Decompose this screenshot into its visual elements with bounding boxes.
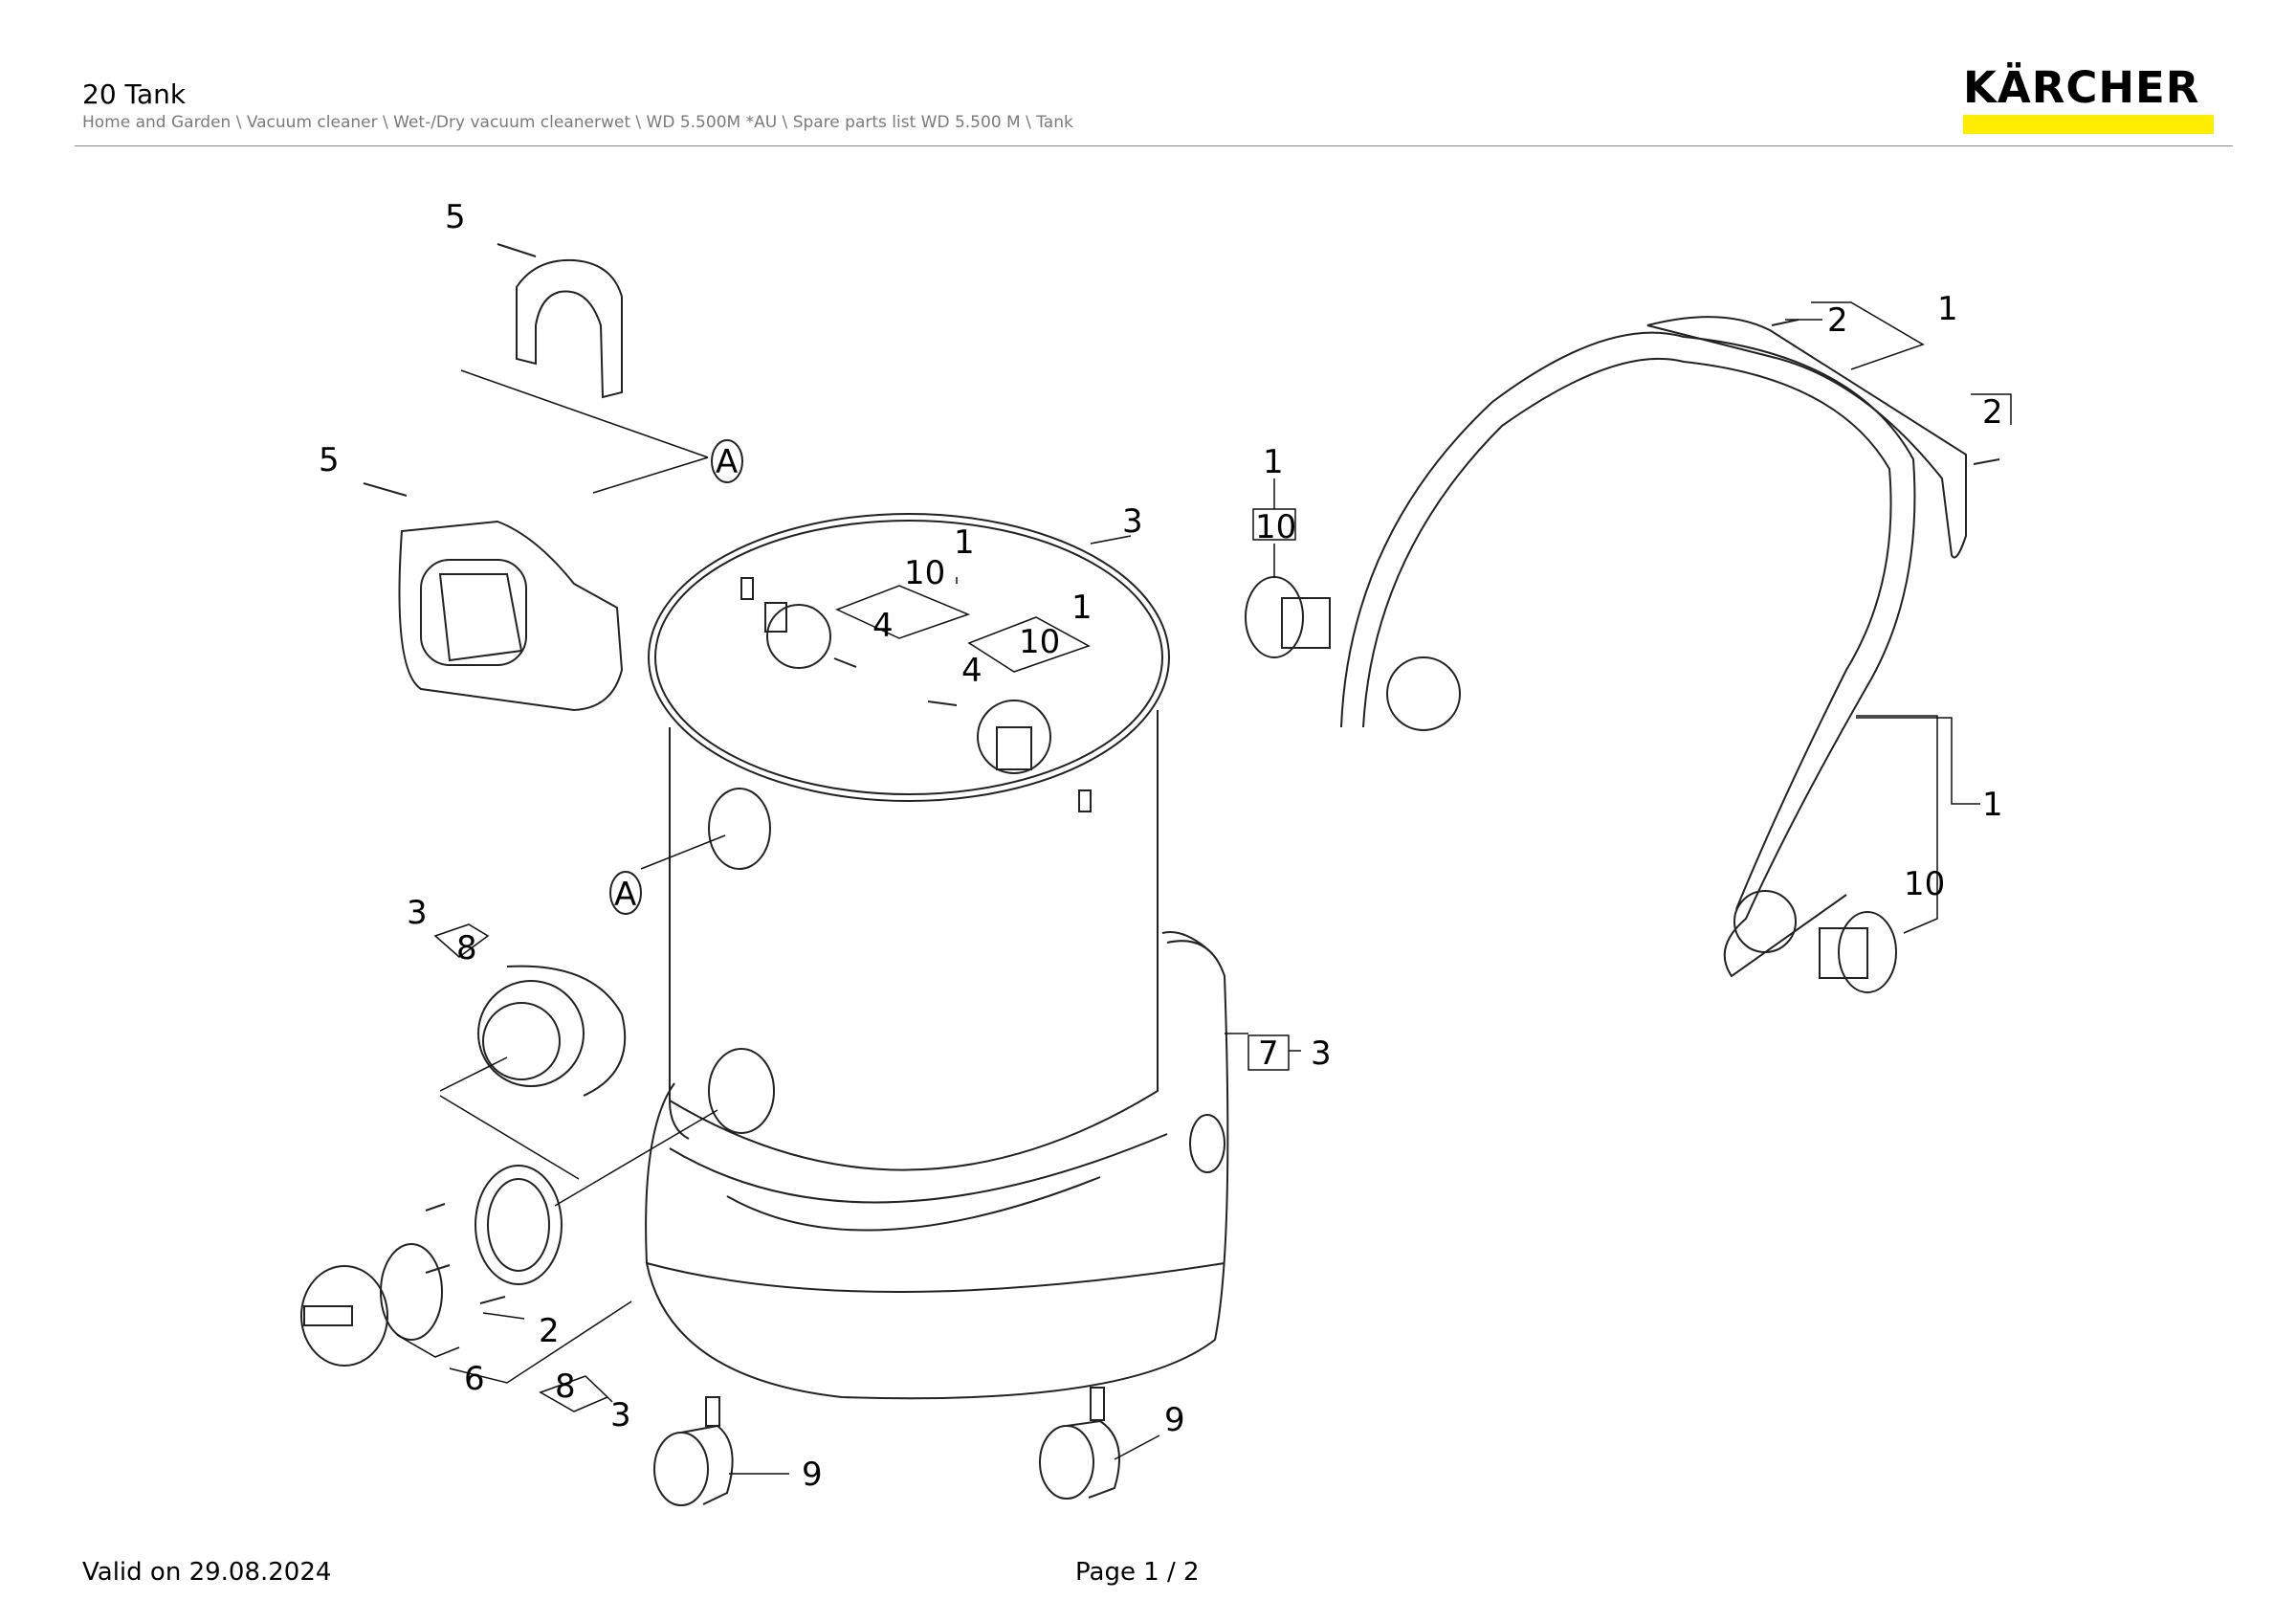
page-number: Page 1 / 2 (1075, 1558, 1200, 1587)
logo-text: KÄRCHER (1963, 62, 2200, 113)
callout-5-mid: 5 (319, 441, 340, 479)
callout-a-top-label: A (716, 443, 738, 481)
callout-2-top: 2 (1827, 301, 1848, 340)
leader-lines (396, 301, 2012, 1475)
callout-2-right: 2 (1982, 393, 2003, 432)
callout-7: 7 (1258, 1034, 1279, 1073)
callout-a-top: A (711, 439, 743, 483)
callout-10-handle-left: 10 (1255, 508, 1296, 546)
handle-drawing (1245, 316, 2000, 993)
callout-2-bottom: 2 (539, 1312, 560, 1350)
tank-drawing (648, 513, 1170, 1171)
callout-8-left: 8 (456, 929, 477, 967)
callout-3-tank: 3 (1122, 502, 1143, 541)
breadcrumb: Home and Garden \ Vacuum cleaner \ Wet-/… (82, 113, 1073, 132)
callout-labels: 5 5 A A 3 1 10 4 1 10 4 3 8 7 3 2 6 8 3 … (319, 198, 2003, 1494)
karcher-logo: KÄRCHER (1963, 63, 2214, 136)
callout-10-lid-b: 10 (1019, 623, 1060, 661)
callout-5-top: 5 (445, 198, 466, 236)
page-title: 20 Tank (82, 78, 187, 110)
callout-9-right: 9 (1164, 1401, 1185, 1439)
callout-1-handle-left: 1 (1263, 443, 1284, 481)
callout-3-left: 3 (407, 894, 428, 932)
header-divider (75, 145, 2233, 146)
callout-8-bottom: 8 (555, 1367, 576, 1406)
left-parts-drawing (300, 243, 627, 1367)
castor-drawing (653, 1387, 1120, 1506)
logo-yellow-bar (1963, 115, 2214, 134)
callout-6: 6 (464, 1360, 485, 1398)
callout-1-top: 1 (1937, 290, 1958, 328)
valid-date: Valid on 29.08.2024 (82, 1558, 332, 1587)
callout-a-tank: A (609, 871, 642, 915)
callout-1-lid-b: 1 (1071, 589, 1093, 627)
callout-10-lid-a: 10 (904, 554, 945, 592)
callout-9-left: 9 (802, 1456, 823, 1494)
callout-a-tank-label: A (614, 876, 636, 914)
base-drawing (645, 931, 1229, 1400)
callout-4-lid-a: 4 (872, 607, 894, 645)
callout-3-bottom: 3 (610, 1396, 631, 1434)
callout-1-lid-a: 1 (954, 523, 975, 562)
callout-1-right: 1 (1982, 786, 2003, 824)
callout-3-base: 3 (1311, 1034, 1332, 1073)
callout-4-lid-b: 4 (961, 652, 982, 690)
callout-10-right: 10 (1904, 865, 1945, 903)
